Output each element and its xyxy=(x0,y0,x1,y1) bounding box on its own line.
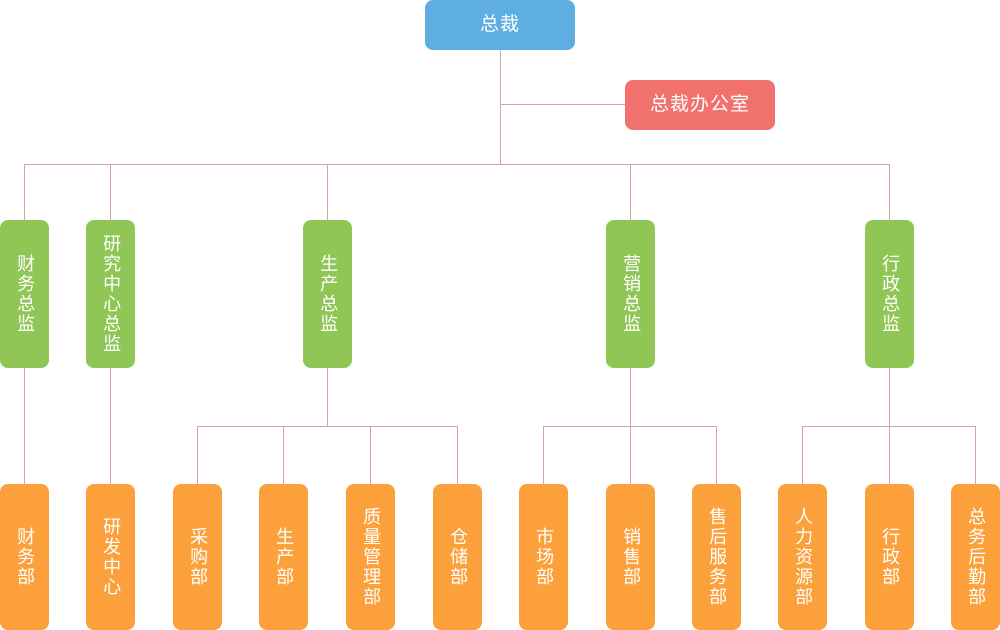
node-president[interactable]: 总裁 xyxy=(425,0,575,50)
node-dept-rd-center[interactable]: 研发中心 xyxy=(86,484,135,630)
connector-drop-director-3 xyxy=(327,164,328,221)
node-dept-general-affairs[interactable]: 总务后勤部 xyxy=(951,484,1000,630)
node-president-office[interactable]: 总裁办公室 xyxy=(625,80,775,130)
connector-drop-director-5 xyxy=(889,164,890,221)
node-dept-production[interactable]: 生产部 xyxy=(259,484,308,630)
connector-production-bus xyxy=(197,426,458,427)
connector-admin-stem xyxy=(889,368,890,426)
connector-staff-office xyxy=(500,104,626,105)
node-dept-sales[interactable]: 销售部 xyxy=(606,484,655,630)
node-director-marketing[interactable]: 营销总监 xyxy=(606,220,655,368)
node-dept-quality-management[interactable]: 质量管理部 xyxy=(346,484,395,630)
node-dept-purchasing[interactable]: 采购部 xyxy=(173,484,222,630)
connector-research-to-dept xyxy=(110,368,111,484)
connector-drop-director-1 xyxy=(24,164,25,221)
connector-drop-director-2 xyxy=(110,164,111,221)
connector-production-stem xyxy=(327,368,328,426)
connector-root-stem xyxy=(500,50,501,165)
connector-marketing-drop-3 xyxy=(716,426,717,484)
connector-marketing-drop-2 xyxy=(630,426,631,484)
connector-admin-drop-1 xyxy=(802,426,803,484)
node-dept-finance[interactable]: 财务部 xyxy=(0,484,49,630)
node-dept-administration[interactable]: 行政部 xyxy=(865,484,914,630)
node-dept-warehouse[interactable]: 仓储部 xyxy=(433,484,482,630)
connector-finance-to-dept xyxy=(24,368,25,484)
connector-marketing-stem xyxy=(630,368,631,426)
connector-production-drop-3 xyxy=(370,426,371,484)
connector-drop-director-4 xyxy=(630,164,631,221)
connector-production-drop-2 xyxy=(283,426,284,484)
connector-marketing-drop-1 xyxy=(543,426,544,484)
node-dept-after-sales-service[interactable]: 售后服务部 xyxy=(692,484,741,630)
node-director-administration[interactable]: 行政总监 xyxy=(865,220,914,368)
node-dept-market[interactable]: 市场部 xyxy=(519,484,568,630)
node-director-research-center[interactable]: 研究中心总监 xyxy=(86,220,135,368)
connector-admin-drop-3 xyxy=(975,426,976,484)
node-dept-human-resources[interactable]: 人力资源部 xyxy=(778,484,827,630)
node-director-finance[interactable]: 财务总监 xyxy=(0,220,49,368)
connector-directors-bus xyxy=(24,164,890,165)
connector-production-drop-4 xyxy=(457,426,458,484)
connector-admin-drop-2 xyxy=(889,426,890,484)
node-director-production[interactable]: 生产总监 xyxy=(303,220,352,368)
connector-production-drop-1 xyxy=(197,426,198,484)
